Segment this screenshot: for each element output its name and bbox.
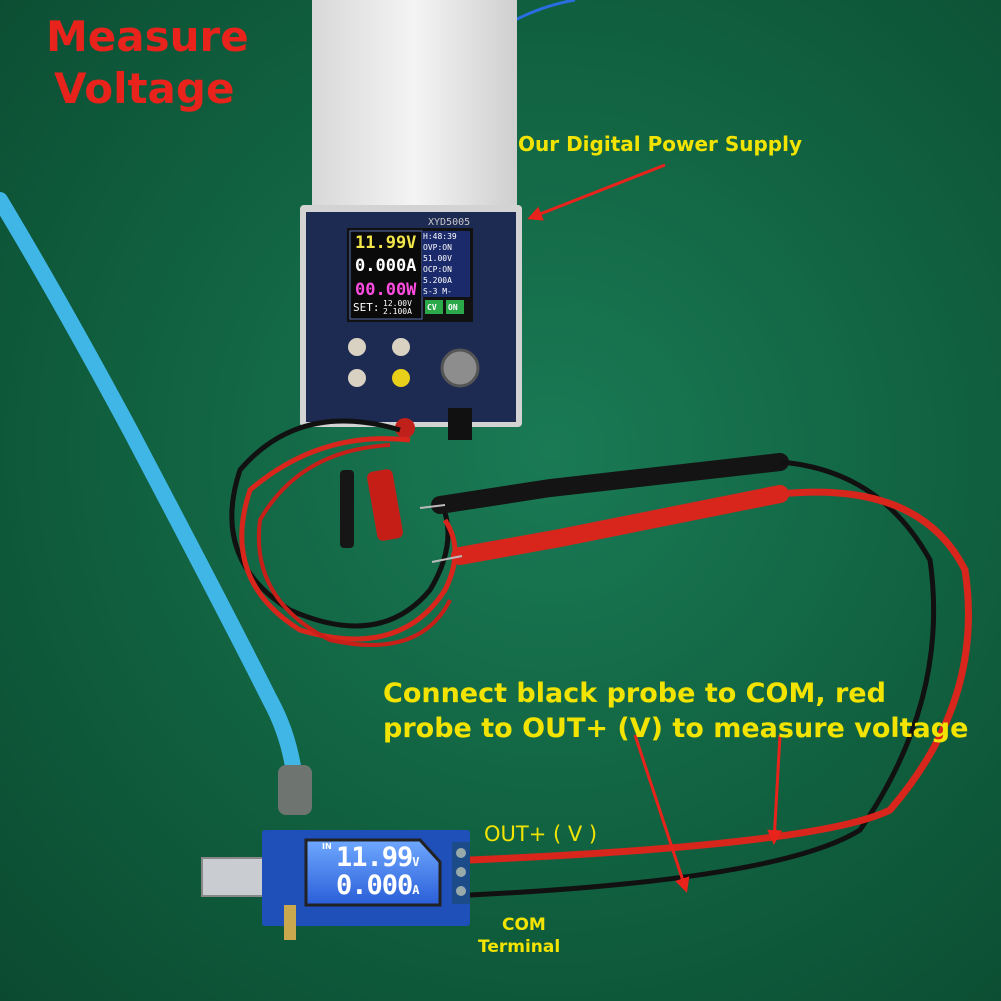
ps-model-label: XYD5005 bbox=[428, 217, 471, 228]
title-line-1: Measure bbox=[46, 12, 249, 61]
com-caption-line-1: COM bbox=[502, 915, 546, 935]
instruction-line-1: Connect black probe to COM, red bbox=[383, 678, 886, 709]
usb-meter bbox=[201, 765, 470, 940]
ps-time: H:48:39 bbox=[423, 232, 457, 241]
red-probe bbox=[431, 485, 972, 864]
com-caption-line-2: Terminal bbox=[478, 937, 561, 957]
out-plus-caption: OUT+ ( V ) bbox=[484, 822, 598, 846]
usb-cable bbox=[0, 192, 304, 798]
usb-meter-current: 0.000A bbox=[336, 870, 420, 901]
red-lead-loop-2 bbox=[256, 443, 452, 647]
red-probe-arrow bbox=[767, 734, 783, 845]
ps-set-current: 2.100A bbox=[383, 307, 412, 316]
ps-misc-status: S-3 M- bbox=[423, 287, 452, 296]
ps-ocp-value: 5.200A bbox=[423, 276, 452, 285]
ps-ovp-status: OVP:ON bbox=[423, 243, 452, 252]
supply-arrow bbox=[527, 163, 666, 221]
ps-on-badge: ON bbox=[448, 303, 458, 312]
usb-meter-in-label: IN bbox=[322, 842, 332, 851]
title-line-2: Voltage bbox=[54, 64, 235, 113]
ps-voltage-readout: 11.99V bbox=[355, 233, 417, 253]
power-supply-caption: Our Digital Power Supply bbox=[518, 132, 803, 156]
red-lead-loop bbox=[239, 436, 458, 642]
blue-wire-top bbox=[514, 0, 576, 22]
ps-set-voltage: 12.00V bbox=[383, 299, 412, 308]
ps-current-readout: 0.000A bbox=[355, 256, 417, 276]
power-supply bbox=[300, 0, 522, 440]
ps-ocp-status: OCP:ON bbox=[423, 265, 452, 274]
black-lead-loop bbox=[229, 418, 451, 629]
black-probe-arrow bbox=[633, 734, 690, 893]
usb-meter-voltage: 11.99V bbox=[336, 842, 420, 873]
ps-power-readout: 00.00W bbox=[355, 280, 417, 300]
ps-cv-badge: CV bbox=[427, 303, 437, 312]
ps-ovp-value: 51.00V bbox=[423, 254, 452, 263]
ps-set-label: SET: bbox=[353, 301, 380, 314]
instruction-line-2: probe to OUT+ (V) to measure voltage bbox=[383, 713, 969, 744]
